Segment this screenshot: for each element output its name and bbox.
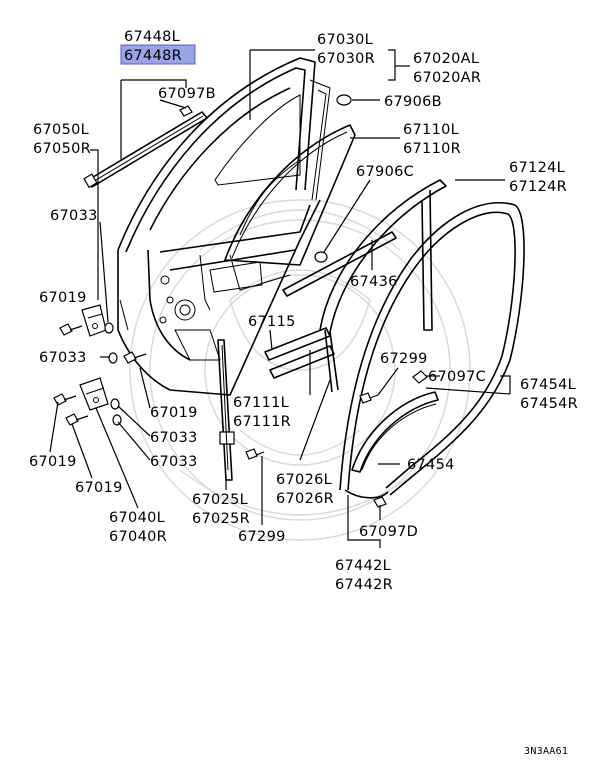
label-67097B[interactable]: 67097B: [158, 86, 216, 102]
label-67050L[interactable]: 67050L: [33, 122, 89, 138]
label-67442L[interactable]: 67442L: [335, 558, 391, 574]
leader-lines: [49, 49, 511, 548]
label-67111R[interactable]: 67111R: [233, 414, 291, 430]
bolts-67019: [53, 323, 147, 426]
label-67111L[interactable]: 67111L: [233, 395, 289, 411]
label-67454[interactable]: 67454: [407, 457, 455, 473]
label-67019-b[interactable]: 67019: [150, 405, 198, 421]
label-67033-c[interactable]: 67033: [150, 430, 198, 446]
label-67026R[interactable]: 67026R: [276, 491, 334, 507]
label-67019-c[interactable]: 67019: [29, 454, 77, 470]
door-glass-67110: [224, 124, 356, 266]
label-67033-b[interactable]: 67033: [39, 350, 87, 366]
label-67448R[interactable]: 67448R: [124, 48, 182, 64]
washers-67033: [104, 322, 122, 426]
label-67033-d[interactable]: 67033: [150, 454, 198, 470]
label-67448L[interactable]: 67448L: [124, 29, 180, 45]
label-67097C[interactable]: 67097C: [428, 369, 486, 385]
watermark-emblem: [129, 199, 471, 541]
garnish-67454: [351, 391, 439, 473]
label-67033-a[interactable]: 67033: [50, 208, 98, 224]
screw-67299-upper: [359, 392, 379, 404]
label-67906B[interactable]: 67906B: [384, 94, 442, 110]
plug-67906B: [336, 94, 352, 106]
label-67020AL[interactable]: 67020AL: [413, 51, 479, 67]
upper-hinge-67050: [81, 304, 107, 337]
clip-67097C: [412, 370, 428, 384]
highlight-box: [120, 44, 196, 65]
lower-hinge-67040: [79, 377, 109, 411]
label-67442R[interactable]: 67442R: [335, 577, 393, 593]
label-67454R[interactable]: 67454R: [520, 396, 578, 412]
label-67019-a[interactable]: 67019: [39, 290, 87, 306]
regulator-67025: [217, 339, 235, 481]
plug-67906C: [314, 251, 328, 263]
label-67299-b[interactable]: 67299: [238, 529, 286, 545]
screw-67299-lower: [245, 448, 265, 460]
label-67110L[interactable]: 67110L: [403, 122, 459, 138]
label-67436[interactable]: 67436: [350, 274, 398, 290]
label-67025L[interactable]: 67025L: [192, 492, 248, 508]
label-67020AR[interactable]: 67020AR: [413, 70, 481, 86]
label-67025R[interactable]: 67025R: [192, 511, 250, 527]
weatherstrip-67124: [339, 202, 525, 496]
label-67030L[interactable]: 67030L: [317, 32, 373, 48]
label-67299-a[interactable]: 67299: [380, 351, 428, 367]
door-sash-67030: [117, 57, 331, 253]
label-67050R[interactable]: 67050R: [33, 141, 91, 157]
clip-67097D: [373, 496, 387, 508]
label-67026L[interactable]: 67026L: [276, 472, 332, 488]
label-67124L[interactable]: 67124L: [509, 160, 565, 176]
label-67097D[interactable]: 67097D: [359, 524, 418, 540]
label-67040R[interactable]: 67040R: [109, 529, 167, 545]
label-67030R[interactable]: 67030R: [317, 51, 375, 67]
label-67454L[interactable]: 67454L: [520, 377, 576, 393]
run-channel-67026: [319, 179, 447, 393]
molding-67442: [344, 489, 389, 499]
label-67019-d[interactable]: 67019: [75, 480, 123, 496]
label-67110R[interactable]: 67110R: [403, 141, 461, 157]
part-labels: 67448L 67448R 67097B 67050L 67050R 67033…: [29, 29, 578, 593]
label-67124R[interactable]: 67124R: [509, 179, 567, 195]
label-67115[interactable]: 67115: [248, 314, 296, 330]
label-67906C[interactable]: 67906C: [356, 164, 414, 180]
label-67040L[interactable]: 67040L: [109, 510, 165, 526]
diagram-code: 3N3AA61: [524, 746, 568, 757]
